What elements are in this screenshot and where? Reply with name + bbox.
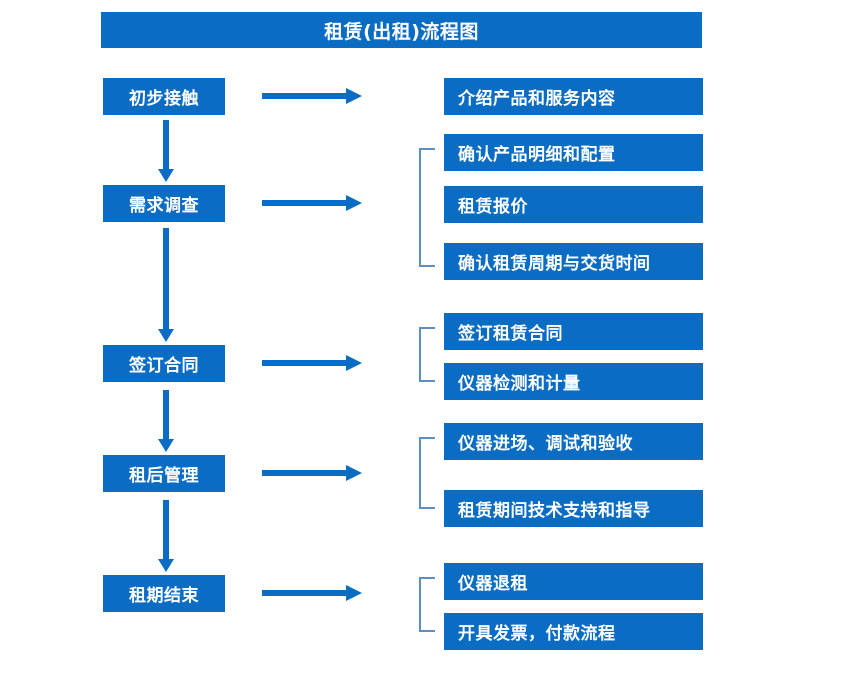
stage-box-2[interactable]: 需求调查 [103,185,225,222]
detail-box-5[interactable]: 签订租赁合同 [444,313,703,350]
detail-box-8[interactable]: 租赁期间技术支持和指导 [444,490,703,527]
stage-box-1[interactable]: 初步接触 [103,78,225,115]
detail-box-1[interactable]: 介绍产品和服务内容 [444,78,703,115]
group-bracket-icon-2 [419,327,435,382]
detail-box-7[interactable]: 仪器进场、调试和验收 [444,423,703,460]
right-arrow-icon-5 [262,584,362,602]
right-arrow-icon-3 [262,354,362,372]
right-arrow-icon-1 [262,87,362,105]
group-bracket-icon-4 [419,577,435,632]
page-title: 租赁(出租)流程图 [101,12,702,48]
down-arrow-icon-2 [158,228,174,342]
down-arrow-icon-1 [158,120,174,182]
down-arrow-icon-3 [158,390,174,452]
down-arrow-icon-4 [158,500,174,572]
group-bracket-icon-1 [419,148,435,267]
right-arrow-icon-2 [262,194,362,212]
detail-box-4[interactable]: 确认租赁周期与交货时间 [444,243,703,280]
detail-box-2[interactable]: 确认产品明细和配置 [444,134,703,171]
detail-box-10[interactable]: 开具发票，付款流程 [444,613,703,650]
detail-box-6[interactable]: 仪器检测和计量 [444,363,703,400]
detail-box-3[interactable]: 租赁报价 [444,186,703,223]
stage-box-5[interactable]: 租期结束 [103,575,225,612]
right-arrow-icon-4 [262,464,362,482]
group-bracket-icon-3 [419,437,435,509]
stage-box-4[interactable]: 租后管理 [103,455,225,492]
stage-box-3[interactable]: 签订合同 [103,345,225,382]
detail-box-9[interactable]: 仪器退租 [444,563,703,600]
